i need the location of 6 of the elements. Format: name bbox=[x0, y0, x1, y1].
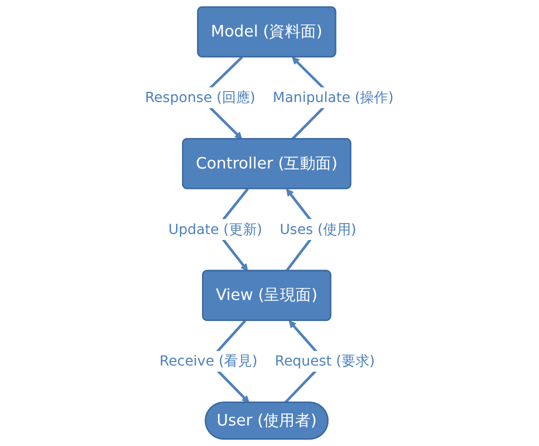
edge-label: Request (要求) bbox=[275, 352, 376, 370]
edge-label: Response (回應) bbox=[145, 89, 256, 106]
edge-label: Uses (使用) bbox=[280, 220, 357, 238]
edge-label: Update (更新) bbox=[168, 220, 262, 238]
edge-label: Receive (看見) bbox=[160, 352, 258, 370]
edge-label: Manipulate (操作) bbox=[272, 89, 394, 106]
